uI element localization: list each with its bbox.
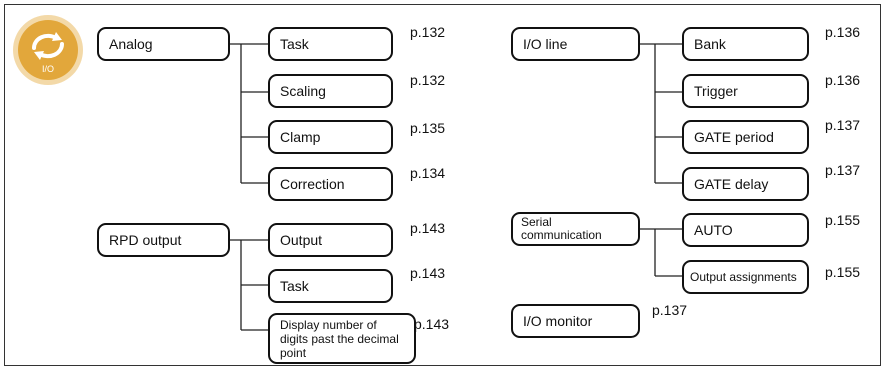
node-label: Serial communication	[521, 215, 602, 242]
gate-delay-node: GATE delay	[682, 167, 809, 201]
page-reference: p.132	[410, 72, 446, 88]
node-label: Output	[280, 232, 323, 248]
node-label: Clamp	[280, 129, 321, 145]
node-label: Correction	[280, 176, 345, 192]
page-reference: p.136	[825, 72, 861, 88]
rpd-output-node: RPD output	[97, 223, 230, 257]
rpd-task-node: Task	[268, 269, 393, 303]
node-label: Display number of digits past the decima…	[280, 318, 399, 360]
page-reference: p.143	[414, 316, 450, 332]
io-icon: I/O	[12, 14, 84, 86]
page-reference: p.137	[825, 117, 861, 133]
node-label: Trigger	[694, 83, 738, 99]
node-label: Bank	[694, 36, 726, 52]
serial-communication-node: Serial communication	[511, 212, 640, 246]
clamp-node: Clamp	[268, 120, 393, 154]
analog-node: Analog	[97, 27, 230, 61]
node-label: Output assignments	[690, 270, 797, 284]
page-reference: p.137	[825, 162, 861, 178]
node-label: AUTO	[694, 222, 733, 238]
node-label: Task	[280, 36, 309, 52]
bank-node: Bank	[682, 27, 809, 61]
page-reference: p.132	[410, 24, 446, 40]
gate-period-node: GATE period	[682, 120, 809, 154]
page-reference: p.155	[825, 264, 861, 280]
svg-text:I/O: I/O	[42, 64, 54, 74]
page-reference: p.134	[410, 165, 446, 181]
output-node: Output	[268, 223, 393, 257]
node-label: Scaling	[280, 83, 326, 99]
page-reference: p.143	[410, 220, 446, 236]
decimal-digits-node: Display number of digits past the decima…	[268, 313, 416, 364]
page-reference: p.143	[410, 265, 446, 281]
output-assignments-node: Output assignments	[682, 260, 809, 294]
node-label: I/O monitor	[523, 313, 593, 329]
trigger-node: Trigger	[682, 74, 809, 108]
diagram-frame	[4, 4, 881, 366]
io-monitor-node: I/O monitor	[511, 304, 640, 338]
correction-node: Correction	[268, 167, 393, 201]
scaling-node: Scaling	[268, 74, 393, 108]
node-label: Task	[280, 278, 309, 294]
page-reference: p.135	[410, 120, 446, 136]
node-label: GATE period	[694, 129, 774, 145]
page-reference: p.155	[825, 212, 861, 228]
task-node: Task	[268, 27, 393, 61]
node-label: I/O line	[523, 36, 568, 52]
node-label: RPD output	[109, 232, 182, 248]
auto-node: AUTO	[682, 213, 809, 247]
io-line-node: I/O line	[511, 27, 640, 61]
page-reference: p.137	[652, 302, 688, 318]
node-label: Analog	[109, 36, 153, 52]
node-label: GATE delay	[694, 176, 769, 192]
page-reference: p.136	[825, 24, 861, 40]
